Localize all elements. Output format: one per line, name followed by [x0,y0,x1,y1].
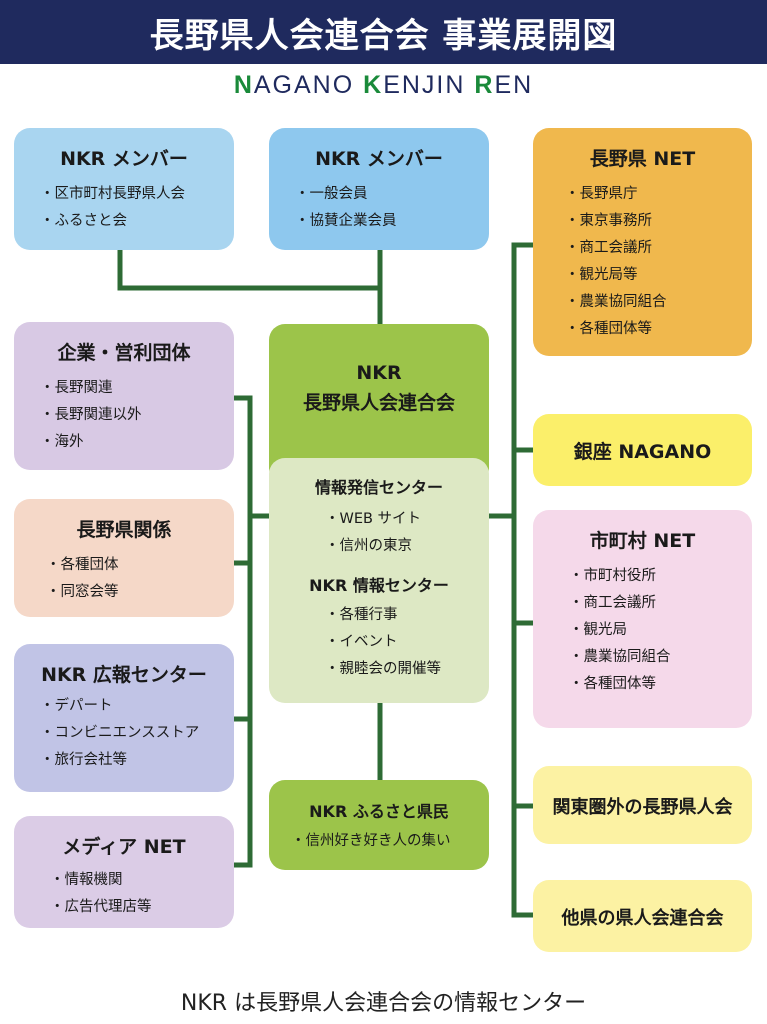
nkr-member-box-1: NKR メンバー 区市町村長野県人会 ふるさと会 [14,128,234,250]
list-item: 長野県庁 [565,181,752,208]
info-center-box: 情報発信センター WEB サイト 信州の東京 NKR 情報センター 各種行事 イ… [269,458,489,703]
box-title: 長野県 NET [589,148,696,170]
furusato-box: NKR ふるさと県民 信州好き好き人の集い [269,780,489,870]
list-item: 商工会議所 [565,235,752,262]
list-item: 協賛企業会員 [295,208,489,235]
list-item: 区市町村長野県人会 [40,181,234,208]
list-item: 市町村役所 [569,563,752,590]
box-title: NKR 情報センター [309,576,449,595]
list-item: 観光局 [569,617,752,644]
other-prefectures-box: 他県の県人会連合会 [533,880,752,952]
logo-word: ENJIN [383,71,475,99]
box-title: 長野県関係 [76,519,172,541]
list-item: 各種団体等 [565,316,752,343]
nkr-member-box-2: NKR メンバー 一般会員 協賛企業会員 [269,128,489,250]
logo-initial: K [363,71,384,99]
logo-word: AGANO [253,71,364,99]
box-title: NKR メンバー [315,148,443,170]
box-title: 長野県人会連合会 [302,392,455,414]
list-item: 観光局等 [565,262,752,289]
box-title: NKR メンバー [60,148,188,170]
logo-initial: R [474,71,495,99]
list-item: 商工会議所 [569,590,752,617]
corporate-box: 企業・営利団体 長野関連 長野関連以外 海外 [14,322,234,470]
box-title: 銀座 NAGANO [573,441,712,463]
list-item: ふるさと会 [40,208,234,235]
logo-initial: N [233,71,254,99]
nkr-main-box: NKR 長野県人会連合会 [269,324,489,484]
list-item: 旅行会社等 [40,747,234,774]
list-item: 広告代理店等 [50,894,234,921]
box-title: 関東圏外の長野県人会 [552,797,733,818]
box-title: 他県の県人会連合会 [561,908,724,929]
box-title: 市町村 NET [589,530,696,552]
list-item: 農業協同組合 [569,644,752,671]
list-item: WEB サイト [325,506,489,533]
list-item: 東京事務所 [565,208,752,235]
logo-word: EN [494,71,534,99]
box-title: NKR [356,362,402,384]
box-title: 企業・営利団体 [57,342,191,364]
list-item: 長野関連 [40,375,234,402]
media-net-box: メディア NET 情報機関 広告代理店等 [14,816,234,928]
list-item: 親睦会の開催等 [325,656,489,683]
box-title: NKR ふるさと県民 [309,802,449,821]
page-title: 長野県人会連合会 事業展開図 [0,0,767,64]
nagano-kenjin-ren-logo: NAGANO KENJIN REN [0,70,767,100]
pr-center-box: NKR 広報センター デパート コンビニエンスストア 旅行会社等 [14,644,234,792]
ginza-nagano-box: 銀座 NAGANO [533,414,752,486]
list-item: 信州の東京 [325,533,489,560]
list-item: 同窓会等 [46,579,234,606]
box-title: NKR 広報センター [41,664,207,686]
list-item: 信州好き好き人の集い [291,828,489,855]
list-item: 海外 [40,429,234,456]
city-net-box: 市町村 NET 市町村役所 商工会議所 観光局 農業協同組合 各種団体等 [533,510,752,728]
list-item: 長野関連以外 [40,402,234,429]
list-item: 情報機関 [50,867,234,894]
footer-caption: NKR は長野県人会連合会の情報センター [180,991,587,1016]
list-item: イベント [325,629,489,656]
list-item: 各種団体等 [569,671,752,698]
nagano-related-box: 長野県関係 各種団体 同窓会等 [14,499,234,617]
kanto-outer-box: 関東圏外の長野県人会 [533,766,752,844]
box-title: 情報発信センター [314,478,443,497]
list-item: 農業協同組合 [565,289,752,316]
list-item: コンビニエンスストア [40,720,234,747]
list-item: デパート [40,693,234,720]
box-title: メディア NET [62,836,186,858]
list-item: 各種団体 [46,552,234,579]
list-item: 各種行事 [325,602,489,629]
list-item: 一般会員 [295,181,489,208]
nagano-net-box: 長野県 NET 長野県庁 東京事務所 商工会議所 観光局等 農業協同組合 各種団… [533,128,752,356]
